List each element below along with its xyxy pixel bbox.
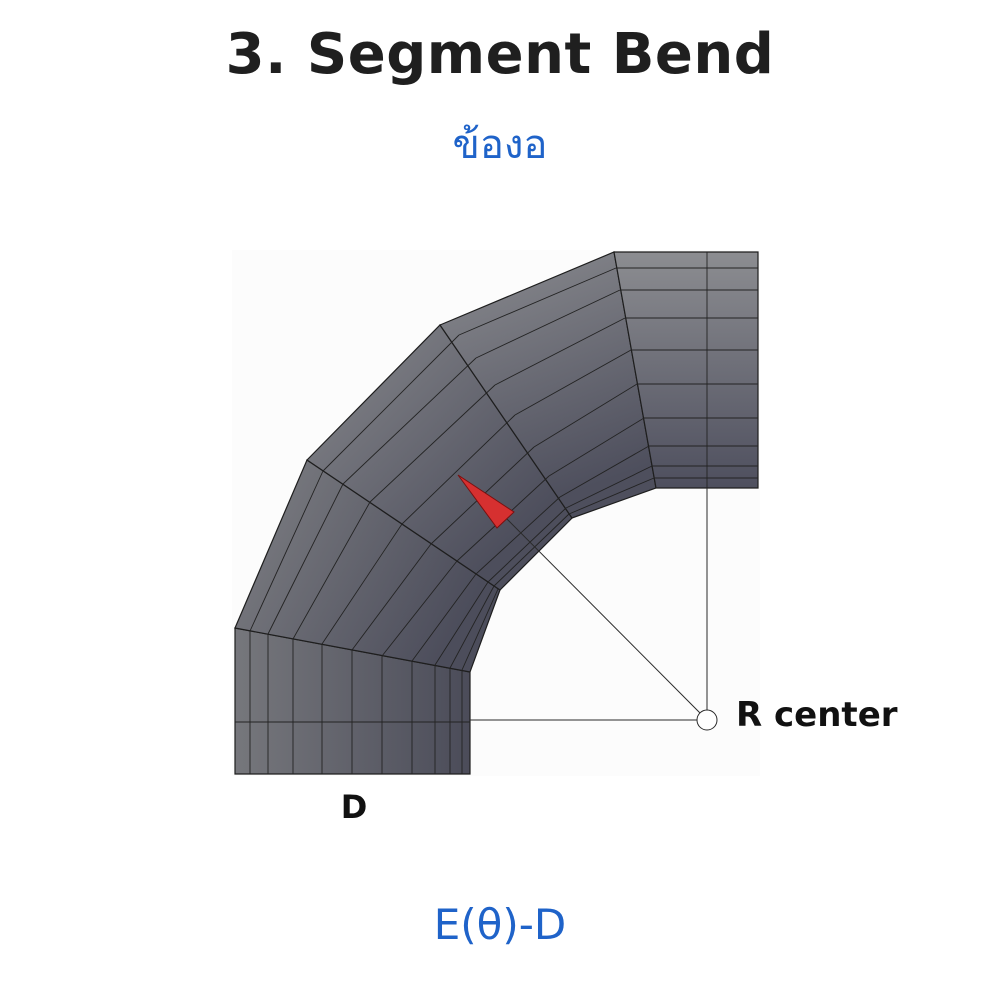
r-center-label: R center [736,695,898,735]
diameter-label: D [341,788,368,826]
radius-line-diagonal [497,509,702,715]
pipe-segment-5 [613,251,759,489]
r-center-marker [696,709,718,731]
pipe-surface-lines [235,252,758,774]
product-code: E(θ)-D [433,900,567,949]
page-subtitle: ข้องอ [452,122,548,168]
red-pointer-arrow [457,474,515,529]
page-title: 3. Segment Bend [225,22,775,87]
construction-lines [470,488,718,731]
pipe-body [234,251,759,775]
